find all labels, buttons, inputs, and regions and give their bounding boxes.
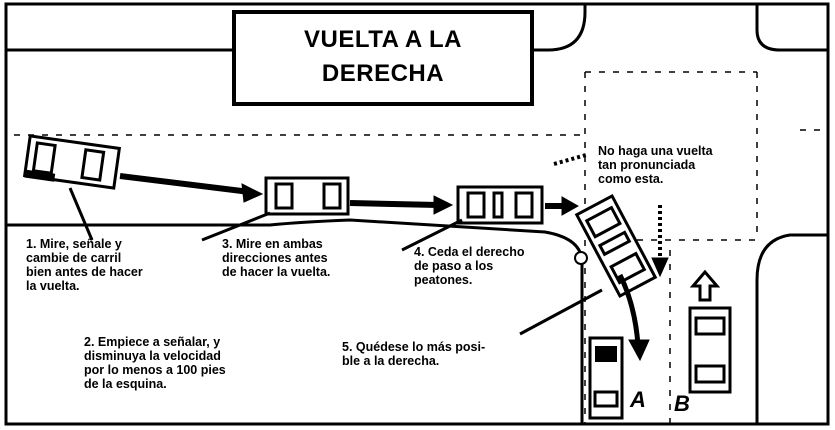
step-4-text: 4. Ceda el derecho de paso a los peatone…: [414, 245, 556, 287]
lane-markings: [14, 71, 828, 424]
step-3-line: de hacer la vuelta.: [222, 265, 331, 279]
step-1-text: 1. Mire, señale y cambie de carril bien …: [26, 237, 170, 293]
car-lane-b: [688, 306, 732, 394]
step-4-line: de paso a los: [414, 259, 494, 273]
step-2-text: 2. Empiece a señalar, y disminuya la vel…: [84, 335, 280, 391]
title-box: VUELTA A LA DERECHA: [232, 10, 534, 106]
title-line-2: DERECHA: [321, 60, 445, 87]
lane-label-b: B: [674, 391, 690, 416]
warning-line-3: como esta.: [598, 172, 664, 186]
car-4-turning: [574, 193, 658, 299]
pedestrian-marker: [574, 251, 588, 265]
step-2-line: de la esquina.: [84, 377, 167, 391]
path-arrows: [119, 173, 721, 362]
step-2-line: 2. Empiece a señalar, y: [84, 335, 221, 349]
step-1-line: la vuelta.: [26, 279, 80, 293]
step-5-text: 5. Quédese lo más posi- ble a la derecha…: [342, 340, 542, 368]
step-3-line: 3. Mire en ambas: [222, 237, 323, 251]
warning-line-2: tan pronunciada: [598, 158, 696, 172]
sharp-turn-marks: [553, 153, 587, 166]
step-5-line: ble a la derecha.: [342, 354, 440, 368]
outer-frame: [4, 2, 830, 426]
warning-text: No haga una vuelta tan pronunciada como …: [598, 144, 748, 186]
step-2-line: disminuya la velocidad: [84, 349, 221, 363]
road-edges: [6, 4, 828, 424]
car-2: [264, 176, 350, 216]
up-arrow-icon: [689, 269, 721, 302]
step-5-line: 5. Quédese lo más posi-: [342, 340, 486, 354]
warning-line-1: No haga una vuelta: [598, 144, 713, 158]
step-2-line: por lo menos a 100 pies: [84, 363, 226, 377]
step-1-line: bien antes de hacer: [26, 265, 143, 279]
step-4-line: peatones.: [414, 273, 473, 287]
step-3-line: direcciones antes: [222, 251, 328, 265]
lane-label-a: A: [630, 387, 646, 412]
car-lane-a: [588, 336, 624, 420]
title-line-1: VUELTA A LA: [304, 26, 462, 53]
step-1-line: cambie de carril: [26, 251, 122, 265]
car-1: [22, 134, 122, 190]
step-3-text: 3. Mire en ambas direcciones antes de ha…: [222, 237, 362, 279]
step-4-line: 4. Ceda el derecho: [414, 245, 525, 259]
step-1-line: 1. Mire, señale y: [26, 237, 122, 251]
leader-lines: [68, 187, 603, 336]
car-3: [456, 185, 544, 225]
